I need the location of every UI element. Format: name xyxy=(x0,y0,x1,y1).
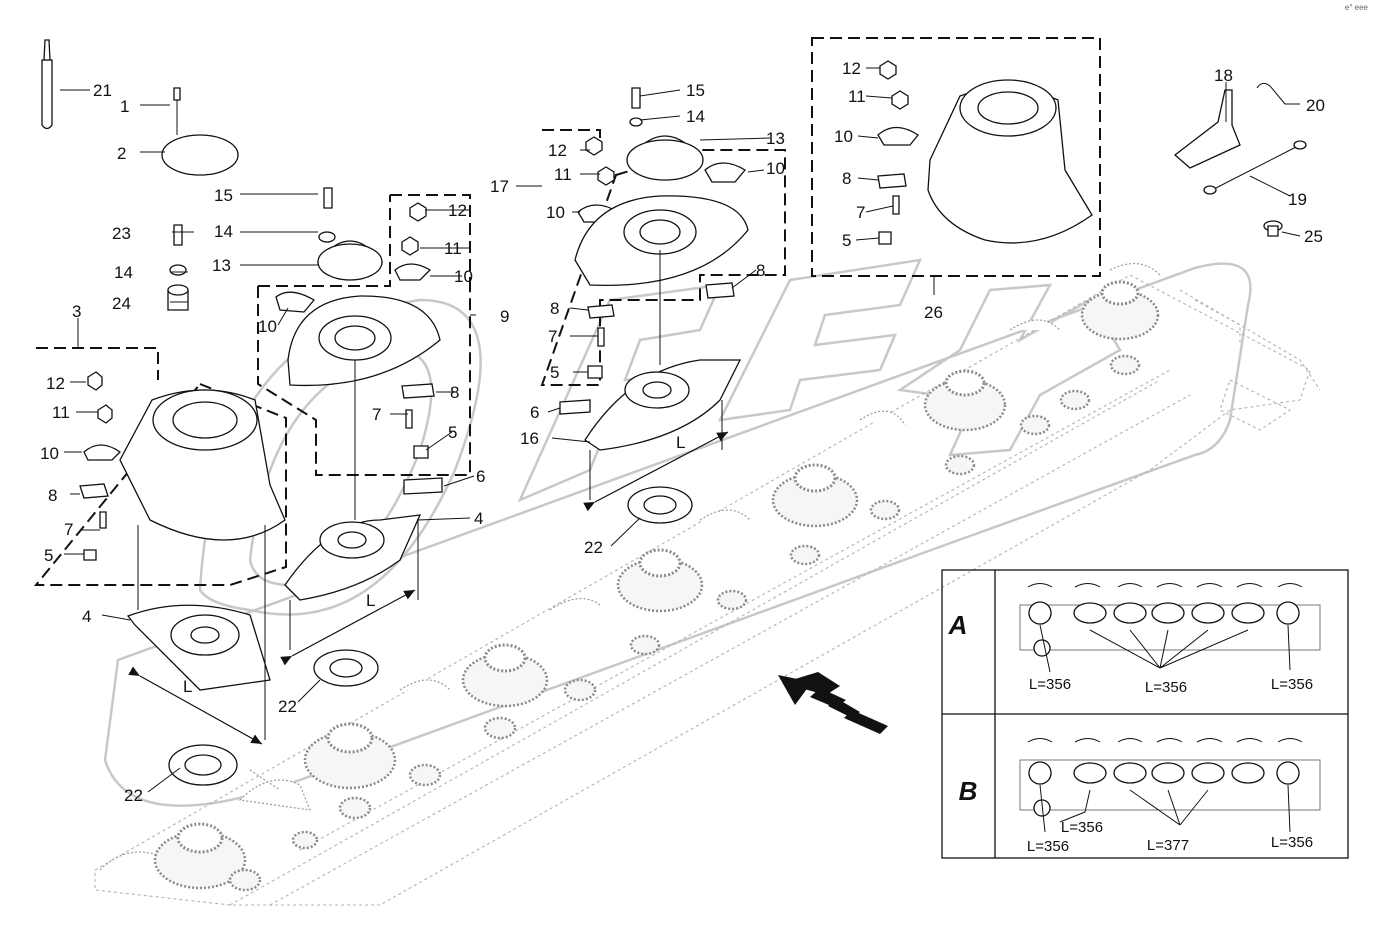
callout-c3: 3 xyxy=(72,302,81,321)
callout-c10e: 10 xyxy=(766,159,785,178)
callout-c1: 1 xyxy=(120,97,129,116)
callout-labels: 2112151413231424312111087542212111010987… xyxy=(40,3,1369,855)
callout-c2: 2 xyxy=(117,144,126,163)
callout-c14b: 14 xyxy=(114,263,133,282)
callout-c12b: 12 xyxy=(448,201,467,220)
callout-c6a: 6 xyxy=(476,467,485,486)
inset-a-length-0: L=356 xyxy=(1029,676,1071,693)
callout-c26: 26 xyxy=(924,303,943,322)
callout-c4a: 4 xyxy=(82,607,91,626)
dimension-label-L2: L xyxy=(366,591,375,610)
inset-b-length-0: L=356 xyxy=(1061,819,1103,836)
callout-c10c: 10 xyxy=(258,317,277,336)
callout-c22a: 22 xyxy=(124,786,143,805)
callout-c21: 21 xyxy=(93,81,112,100)
dimension-label-L3: L xyxy=(676,433,685,452)
watermark-logo xyxy=(103,258,1252,807)
callout-c11d: 11 xyxy=(848,87,866,106)
dimension-label-L1: L xyxy=(183,677,192,696)
callout-c25: 25 xyxy=(1304,227,1323,246)
callout-c11b: 11 xyxy=(444,239,462,258)
callout-c7b: 7 xyxy=(372,405,381,424)
callout-c7c: 7 xyxy=(548,327,557,346)
inset-label-b: B xyxy=(959,776,978,806)
callout-c15a: 15 xyxy=(214,186,233,205)
callout-c14c: 14 xyxy=(686,107,705,126)
direction-arrow xyxy=(778,672,888,734)
callout-c22b: 22 xyxy=(278,697,297,716)
callout-c5d: 5 xyxy=(842,231,851,250)
callout-c16: 16 xyxy=(520,429,539,448)
callout-c22c: 22 xyxy=(584,538,603,557)
inset-b-row xyxy=(1019,738,1321,833)
callout-c10f: 10 xyxy=(834,127,853,146)
callout-c18: 18 xyxy=(1214,66,1233,85)
assembly-9-parts xyxy=(275,187,443,687)
corner-mark: e° eee xyxy=(1345,3,1369,12)
callout-c7a: 7 xyxy=(64,520,73,539)
disc-arrangement-inset xyxy=(941,569,1349,859)
callout-c13a: 13 xyxy=(212,256,231,275)
inset-a-row xyxy=(1019,583,1321,673)
callout-c11c: 11 xyxy=(554,165,572,184)
callout-c6b: 6 xyxy=(530,403,539,422)
callout-c24: 24 xyxy=(112,294,131,313)
callout-c19: 19 xyxy=(1288,190,1307,209)
callout-c23: 23 xyxy=(112,224,131,243)
assembly-boxes xyxy=(33,37,1101,586)
callout-c8b: 8 xyxy=(450,383,459,402)
inset-a-length-1: L=356 xyxy=(1145,679,1187,696)
callout-c5a: 5 xyxy=(44,546,53,565)
callout-c8c: 8 xyxy=(756,261,765,280)
callout-c12d: 12 xyxy=(842,59,861,78)
inset-a-length-2: L=356 xyxy=(1271,676,1313,693)
callout-c13b: 13 xyxy=(766,129,785,148)
callout-c5c: 5 xyxy=(550,363,559,382)
callout-c10d: 10 xyxy=(546,203,565,222)
dimension-lines xyxy=(128,431,729,745)
inset-b-length-3: L=356 xyxy=(1271,834,1313,851)
callout-c15b: 15 xyxy=(686,81,705,100)
leader-lines xyxy=(60,67,1301,793)
assembly-26-parts xyxy=(877,60,1307,245)
callout-c9: 9 xyxy=(500,307,509,326)
callout-c8d: 8 xyxy=(550,299,559,318)
callout-c7d: 7 xyxy=(856,203,865,222)
cutter-bar-discs xyxy=(153,280,1160,892)
callout-c5b: 5 xyxy=(448,423,457,442)
callout-c10a: 10 xyxy=(40,444,59,463)
callout-c12a: 12 xyxy=(46,374,65,393)
callout-c8a: 8 xyxy=(48,486,57,505)
callout-c11a: 11 xyxy=(52,403,70,422)
assembly-17-parts xyxy=(559,87,749,524)
callout-c14a: 14 xyxy=(214,222,233,241)
callout-c17: 17 xyxy=(490,177,509,196)
callout-c12c: 12 xyxy=(548,141,567,160)
callout-c4b: 4 xyxy=(474,509,483,528)
callout-c10b: 10 xyxy=(454,267,473,286)
inset-b-length-1: L=356 xyxy=(1027,838,1069,855)
callout-c8e: 8 xyxy=(842,169,851,188)
inset-label-a: A xyxy=(948,610,968,640)
inset-b-length-2: L=377 xyxy=(1147,837,1189,854)
callout-c20: 20 xyxy=(1306,96,1325,115)
cutter-bar-frame xyxy=(94,263,1321,906)
